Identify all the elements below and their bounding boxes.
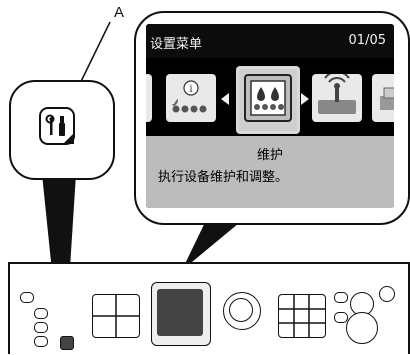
navigation-dial[interactable] <box>223 292 261 330</box>
stop-button[interactable] <box>346 312 378 344</box>
numeric-keypad[interactable] <box>278 294 326 338</box>
printer-control-panel <box>8 262 410 354</box>
page-indicator: 01/05 <box>348 33 386 48</box>
selected-item-title: 维护 <box>256 148 283 163</box>
maintenance-icon-selected[interactable] <box>236 66 300 134</box>
power-lamp <box>34 308 48 319</box>
mode-button-bottom[interactable] <box>334 312 348 323</box>
menu-description: 维护 执行设备维护和调整。 <box>146 136 394 208</box>
ok-button[interactable] <box>229 298 253 322</box>
alarm-lamp <box>34 322 48 333</box>
setup-button[interactable] <box>60 336 74 350</box>
scroll-right-arrow-icon[interactable] <box>300 93 310 105</box>
menu-icon-strip: i <box>146 62 394 136</box>
panel-lcd <box>157 289 203 336</box>
scroll-left-arrow-icon[interactable] <box>220 93 230 105</box>
callout-label-a: A <box>114 4 125 21</box>
ink-levels-icon[interactable]: i <box>166 74 216 122</box>
printer-icon[interactable] <box>372 74 394 122</box>
status-lamp <box>20 292 34 303</box>
wireless-settings-icon[interactable] <box>312 71 362 122</box>
power-button[interactable] <box>379 286 395 302</box>
partial-menu-icon[interactable] <box>146 74 152 122</box>
screen-title: 设置菜单 <box>150 37 203 52</box>
selected-item-description: 执行设备维护和调整。 <box>158 170 289 185</box>
svg-text:i: i <box>189 84 192 95</box>
left-function-pad[interactable] <box>92 294 140 338</box>
panel-lcd-frame <box>151 282 211 346</box>
mode-button-top[interactable] <box>334 292 348 303</box>
screen-header: 设置菜单 01/05 <box>146 24 394 58</box>
lcd-screen: 设置菜单 01/05 i <box>146 24 394 208</box>
setup-tools-icon <box>39 107 75 145</box>
wifi-lamp <box>34 336 48 347</box>
